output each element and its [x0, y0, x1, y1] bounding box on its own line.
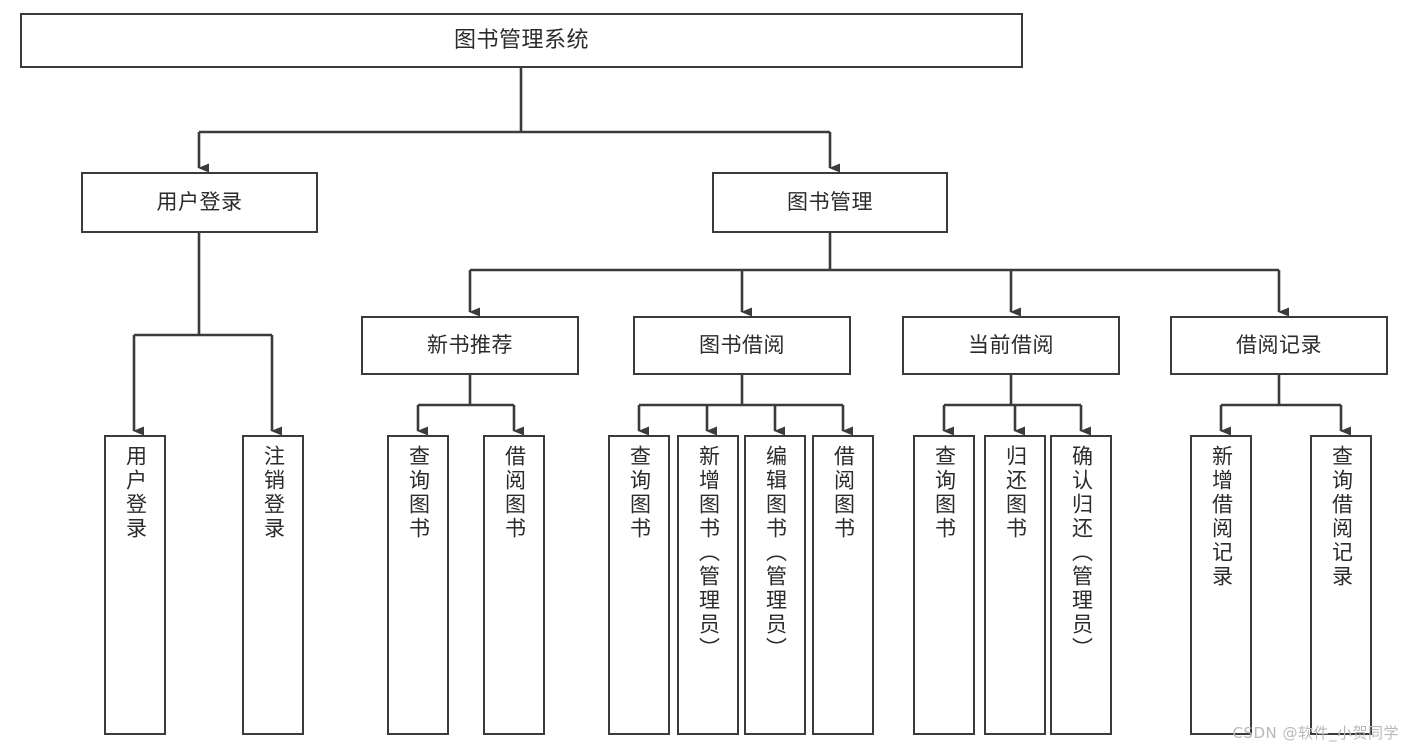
node-label: 新增借阅记录	[1209, 445, 1234, 589]
node-label: 归还图书	[1003, 445, 1028, 541]
node-label: 图书管理系统	[453, 27, 589, 53]
node-label: 用户登录	[123, 445, 148, 541]
book-borrow-connectors	[637, 375, 853, 436]
node-label: 用户登录	[156, 190, 243, 215]
node-leaf-query-borrow-record[interactable]: 查询借阅记录	[1310, 435, 1372, 735]
watermark-text: CSDN @软件_小贺同学	[1232, 724, 1399, 742]
node-label: 查询图书	[932, 445, 957, 541]
root-connectors	[197, 68, 840, 173]
node-leaf-logout[interactable]: 注销登录	[242, 435, 304, 735]
node-label: 新书推荐	[427, 333, 513, 358]
node-leaf-user-login[interactable]: 用户登录	[104, 435, 166, 735]
node-leaf-confirm-return-admin[interactable]: 确认归还（管理员）	[1050, 435, 1112, 735]
node-label: 编辑图书（管理员）	[763, 445, 788, 661]
node-current-borrow[interactable]: 当前借阅	[902, 316, 1120, 375]
node-label: 新增图书（管理员）	[696, 445, 721, 661]
node-label: 图书管理	[787, 190, 873, 215]
node-label: 借阅记录	[1236, 333, 1322, 358]
node-root-system[interactable]: 图书管理系统	[20, 13, 1023, 68]
book-manage-connectors	[468, 233, 1289, 317]
node-leaf-add-borrow-record[interactable]: 新增借阅记录	[1190, 435, 1252, 735]
node-leaf-add-book-admin[interactable]: 新增图书（管理员）	[677, 435, 739, 735]
node-leaf-return-book[interactable]: 归还图书	[984, 435, 1046, 735]
node-leaf-borrow-book-recommend[interactable]: 借阅图书	[483, 435, 545, 735]
node-borrow-record[interactable]: 借阅记录	[1170, 316, 1388, 375]
node-book-management[interactable]: 图书管理	[712, 172, 948, 233]
node-label: 确认归还（管理员）	[1069, 445, 1094, 661]
node-label: 当前借阅	[968, 333, 1054, 358]
node-label: 注销登录	[261, 445, 286, 541]
user-login-connectors	[132, 233, 282, 436]
new-book-connectors	[416, 375, 524, 436]
node-label: 借阅图书	[502, 445, 527, 541]
node-leaf-edit-book-admin[interactable]: 编辑图书（管理员）	[744, 435, 806, 735]
node-new-book-recommend[interactable]: 新书推荐	[361, 316, 579, 375]
node-label: 查询借阅记录	[1329, 445, 1354, 589]
borrow-record-connectors	[1219, 375, 1351, 436]
node-label: 图书借阅	[699, 333, 785, 358]
current-borrow-connectors	[942, 375, 1091, 436]
node-user-login[interactable]: 用户登录	[81, 172, 318, 233]
node-book-borrow[interactable]: 图书借阅	[633, 316, 851, 375]
node-label: 查询图书	[627, 445, 652, 541]
node-leaf-query-book-borrow[interactable]: 查询图书	[608, 435, 670, 735]
node-leaf-query-book-current[interactable]: 查询图书	[913, 435, 975, 735]
node-label: 查询图书	[406, 445, 431, 541]
node-label: 借阅图书	[831, 445, 856, 541]
node-leaf-borrow-book[interactable]: 借阅图书	[812, 435, 874, 735]
node-leaf-query-book-recommend[interactable]: 查询图书	[387, 435, 449, 735]
